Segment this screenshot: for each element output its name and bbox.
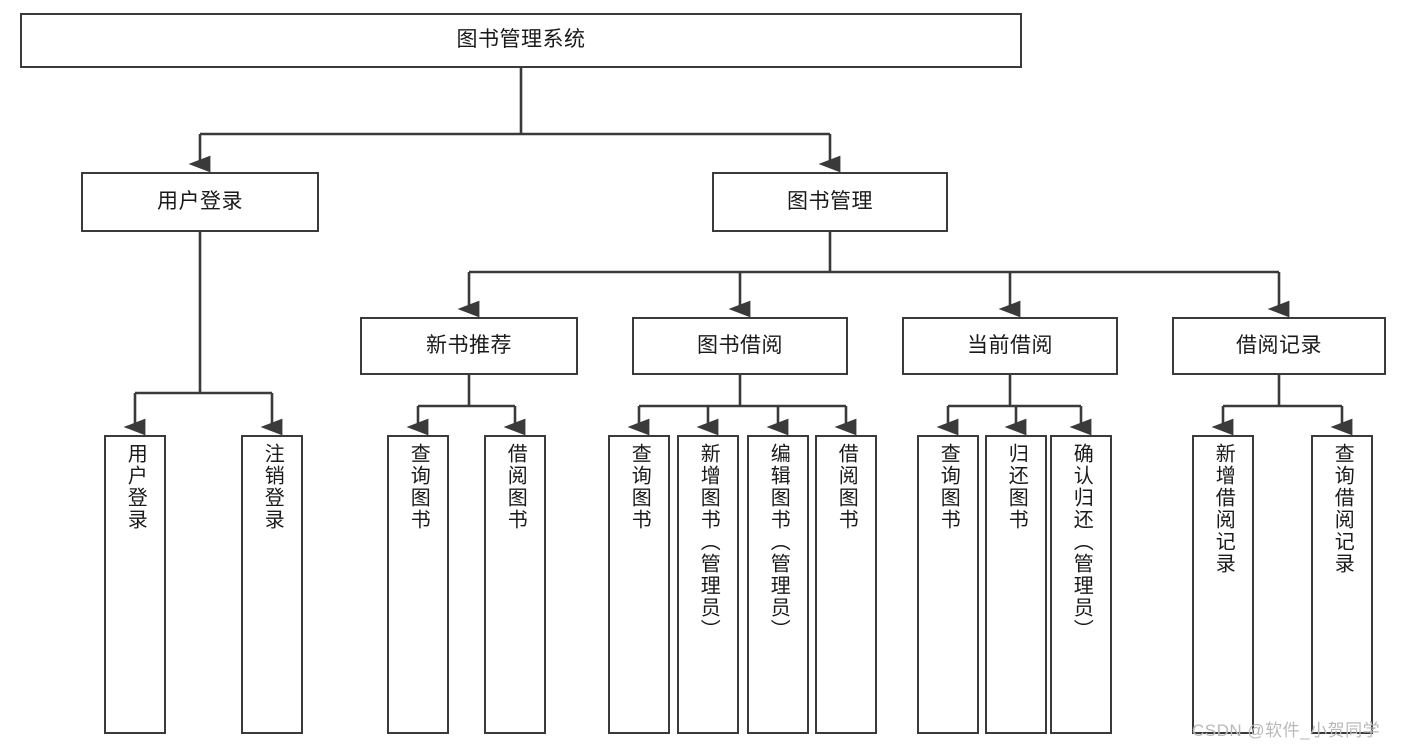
node-book-borrow-label: 图书借阅	[697, 333, 783, 357]
node-leaf-query-book-3-label: 查询图书	[937, 443, 960, 531]
node-leaf-borrow-book-2[interactable]: 借阅图书	[815, 435, 877, 734]
node-leaf-edit-book-label: 编辑图书（管理员）	[767, 443, 790, 641]
node-leaf-add-book-label: 新增图书（管理员）	[697, 443, 720, 641]
csdn-watermark: CSDN @软件_小贺同学	[1192, 721, 1381, 740]
node-leaf-edit-book[interactable]: 编辑图书（管理员）	[747, 435, 809, 734]
node-user-login-label: 用户登录	[157, 189, 243, 213]
node-leaf-user-login[interactable]: 用户登录	[104, 435, 166, 734]
node-leaf-confirm-return-label: 确认归还（管理员）	[1070, 443, 1093, 641]
node-current-borrow[interactable]: 当前借阅	[902, 317, 1118, 375]
node-leaf-add-record[interactable]: 新增借阅记录	[1192, 435, 1254, 734]
node-leaf-query-book-3[interactable]: 查询图书	[917, 435, 979, 734]
node-leaf-add-book[interactable]: 新增图书（管理员）	[677, 435, 739, 734]
connector-bookmanage-to-level3	[457, 232, 1290, 318]
connector-borrowrecord-to-leaves	[1211, 375, 1353, 436]
node-leaf-query-record-label: 查询借阅记录	[1331, 443, 1354, 575]
connector-newbook-to-leaves	[406, 375, 526, 436]
node-root-label: 图书管理系统	[456, 28, 586, 52]
connector-root-to-level2	[188, 68, 841, 173]
node-leaf-user-login-label: 用户登录	[124, 443, 147, 531]
node-root-system[interactable]: 图书管理系统	[20, 13, 1022, 68]
node-leaf-query-book-2[interactable]: 查询图书	[608, 435, 670, 734]
connector-userlogin-to-leaves	[123, 232, 283, 436]
node-book-manage-label: 图书管理	[787, 189, 873, 213]
node-leaf-query-book-1[interactable]: 查询图书	[387, 435, 449, 734]
node-leaf-borrow-book-2-label: 借阅图书	[835, 443, 858, 531]
node-leaf-query-book-1-label: 查询图书	[407, 443, 430, 531]
node-new-book-recommend-label: 新书推荐	[426, 333, 512, 357]
node-leaf-return-book[interactable]: 归还图书	[985, 435, 1047, 734]
node-leaf-borrow-book-1-label: 借阅图书	[504, 443, 527, 531]
node-leaf-add-record-label: 新增借阅记录	[1212, 443, 1235, 575]
node-leaf-query-record[interactable]: 查询借阅记录	[1311, 435, 1373, 734]
node-user-login[interactable]: 用户登录	[81, 172, 319, 232]
node-leaf-borrow-book-1[interactable]: 借阅图书	[484, 435, 546, 734]
connector-currentborrow-to-leaves	[936, 375, 1092, 436]
node-borrow-record-label: 借阅记录	[1236, 333, 1322, 357]
node-leaf-logout[interactable]: 注销登录	[241, 435, 303, 734]
node-current-borrow-label: 当前借阅	[967, 333, 1053, 357]
node-book-manage[interactable]: 图书管理	[712, 172, 948, 232]
node-leaf-confirm-return[interactable]: 确认归还（管理员）	[1050, 435, 1112, 734]
node-borrow-record[interactable]: 借阅记录	[1172, 317, 1386, 375]
connector-bookborrow-to-leaves	[627, 375, 857, 436]
node-book-borrow[interactable]: 图书借阅	[632, 317, 848, 375]
node-new-book-recommend[interactable]: 新书推荐	[360, 317, 578, 375]
node-leaf-query-book-2-label: 查询图书	[628, 443, 651, 531]
node-leaf-logout-label: 注销登录	[261, 443, 284, 531]
node-leaf-return-book-label: 归还图书	[1005, 443, 1028, 531]
